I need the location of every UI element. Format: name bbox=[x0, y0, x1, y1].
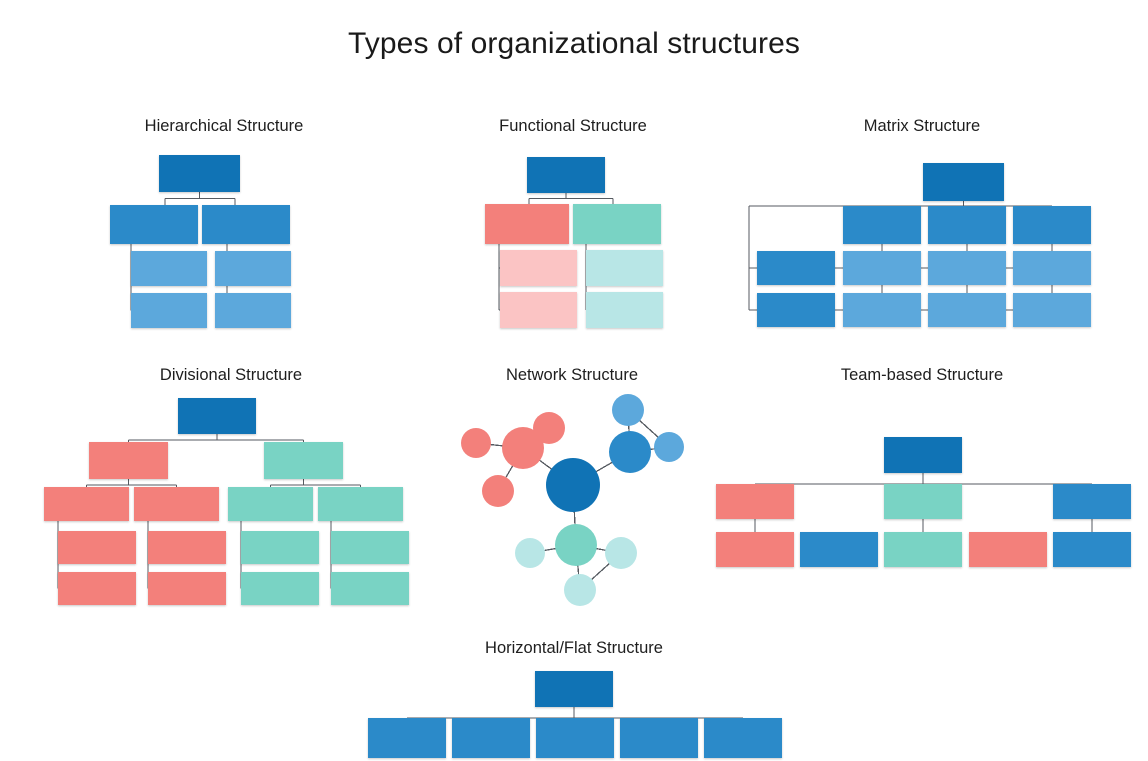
divisional-leaf-l1-b bbox=[58, 572, 136, 605]
divisional-root bbox=[178, 398, 256, 434]
network-satellite-blue-2 bbox=[654, 432, 684, 462]
horizontal-flat-unit-5 bbox=[704, 718, 782, 758]
network-satellite-red-2 bbox=[533, 412, 565, 444]
matrix-cell-1-2 bbox=[928, 251, 1006, 285]
network-hub-blue bbox=[609, 431, 651, 473]
team-based-member-4 bbox=[969, 532, 1047, 567]
hierarchical-leaf-3 bbox=[131, 293, 207, 328]
functional-leaf-left-1 bbox=[500, 250, 577, 286]
team-based-team-lead-1 bbox=[716, 484, 794, 519]
panel-title-hierarchical: Hierarchical Structure bbox=[144, 117, 304, 135]
team-based-member-3 bbox=[884, 532, 962, 567]
matrix-root bbox=[923, 163, 1004, 201]
matrix-column-header-1 bbox=[843, 206, 921, 244]
network-satellite-blue-1 bbox=[612, 394, 644, 426]
panel-title-horizontal-flat: Horizontal/Flat Structure bbox=[485, 639, 663, 657]
functional-leaf-right-2 bbox=[586, 292, 663, 328]
matrix-row-header-2 bbox=[757, 293, 835, 327]
team-based-member-5 bbox=[1053, 532, 1131, 567]
horizontal-flat-root bbox=[535, 671, 613, 707]
divisional-leaf-r2-a bbox=[331, 531, 409, 564]
divisional-leaf-l2-a bbox=[148, 531, 226, 564]
functional-leaf-right-1 bbox=[586, 250, 663, 286]
divisional-sub-right-1 bbox=[228, 487, 313, 521]
divisional-leaf-r1-a bbox=[241, 531, 319, 564]
panel-title-matrix: Matrix Structure bbox=[863, 117, 981, 135]
matrix-column-header-2 bbox=[928, 206, 1006, 244]
network-satellite-red-1 bbox=[461, 428, 491, 458]
panel-title-divisional: Divisional Structure bbox=[159, 366, 303, 384]
team-based-member-1 bbox=[716, 532, 794, 567]
divisional-division-right bbox=[264, 442, 343, 479]
hierarchical-level2-left bbox=[110, 205, 198, 244]
page-title: Types of organizational structures bbox=[348, 27, 800, 60]
functional-division-left bbox=[485, 204, 569, 244]
matrix-row-header-1 bbox=[757, 251, 835, 285]
team-based-team-lead-3 bbox=[1053, 484, 1131, 519]
divisional-sub-left-2 bbox=[134, 487, 219, 521]
panel-title-functional: Functional Structure bbox=[499, 117, 647, 135]
divisional-leaf-r1-b bbox=[241, 572, 319, 605]
matrix-cell-1-1 bbox=[843, 251, 921, 285]
hierarchical-leaf-4 bbox=[215, 293, 291, 328]
panel-title-team-based: Team-based Structure bbox=[840, 366, 1004, 384]
horizontal-flat-unit-4 bbox=[620, 718, 698, 758]
network-satellite-teal-3 bbox=[564, 574, 596, 606]
horizontal-flat-unit-3 bbox=[536, 718, 614, 758]
matrix-cell-2-1 bbox=[843, 293, 921, 327]
team-based-team-lead-2 bbox=[884, 484, 962, 519]
network-satellite-teal-1 bbox=[515, 538, 545, 568]
hierarchical-leaf-2 bbox=[215, 251, 291, 286]
hierarchical-level2-right bbox=[202, 205, 290, 244]
matrix-column-header-3 bbox=[1013, 206, 1091, 244]
divisional-leaf-r2-b bbox=[331, 572, 409, 605]
network-satellite-teal-2 bbox=[605, 537, 637, 569]
network-hub-teal bbox=[555, 524, 597, 566]
network-satellite-red-3 bbox=[482, 475, 514, 507]
horizontal-flat-unit-1 bbox=[368, 718, 446, 758]
team-based-member-2 bbox=[800, 532, 878, 567]
divisional-division-left bbox=[89, 442, 168, 479]
divisional-sub-right-2 bbox=[318, 487, 403, 521]
matrix-cell-2-2 bbox=[928, 293, 1006, 327]
functional-leaf-left-2 bbox=[500, 292, 577, 328]
functional-root bbox=[527, 157, 605, 193]
divisional-sub-left-1 bbox=[44, 487, 129, 521]
team-based-root bbox=[884, 437, 962, 473]
divisional-leaf-l1-a bbox=[58, 531, 136, 564]
matrix-cell-2-3 bbox=[1013, 293, 1091, 327]
divisional-leaf-l2-b bbox=[148, 572, 226, 605]
matrix-cell-1-3 bbox=[1013, 251, 1091, 285]
functional-division-right bbox=[573, 204, 661, 244]
panel-title-network: Network Structure bbox=[505, 366, 639, 384]
hierarchical-root bbox=[159, 155, 240, 192]
hierarchical-leaf-1 bbox=[131, 251, 207, 286]
horizontal-flat-unit-2 bbox=[452, 718, 530, 758]
network-hub-center bbox=[546, 458, 600, 512]
